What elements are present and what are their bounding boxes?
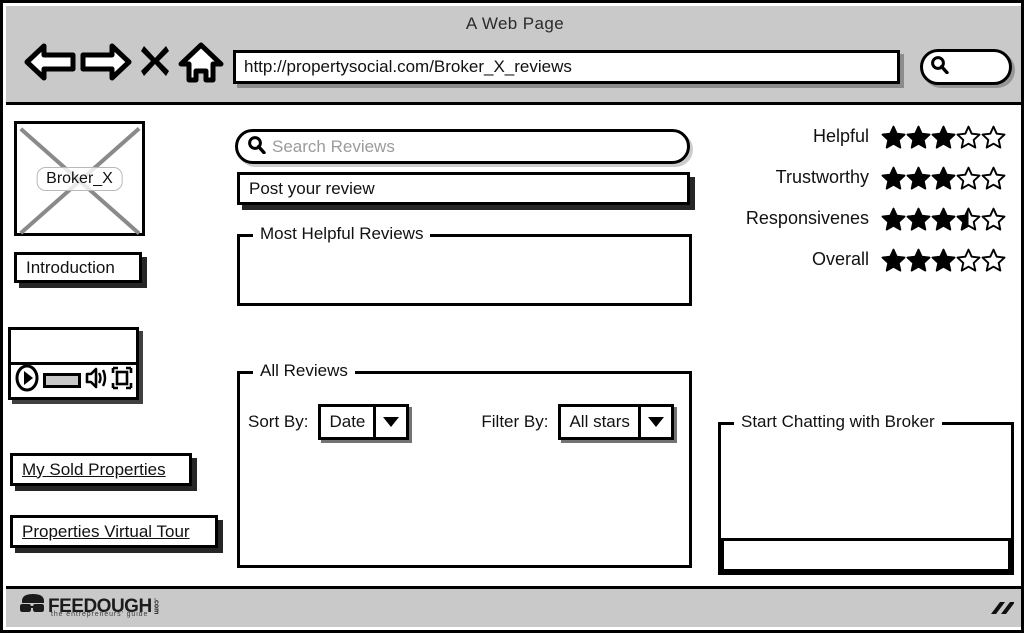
- play-circle-icon[interactable]: [14, 364, 40, 397]
- rating-label: Trustworthy: [775, 167, 869, 187]
- url-text: http://propertysocial.com/Broker_X_revie…: [244, 57, 572, 76]
- panel-frame: [237, 371, 692, 568]
- star-full-icon: [906, 207, 931, 231]
- stop-x-icon[interactable]: [140, 42, 170, 85]
- chat-message-log: [721, 439, 1011, 535]
- most-helpful-reviews-title: Most Helpful Reviews: [253, 223, 431, 245]
- sidebar-link-properties-virtual-tour[interactable]: Properties Virtual Tour: [10, 515, 218, 548]
- star-empty-icon: [956, 125, 981, 149]
- star-full-icon: [931, 166, 956, 190]
- video-progress-bar[interactable]: [43, 372, 81, 388]
- filter-by-label: Filter By:: [481, 412, 549, 431]
- star-empty-icon: [981, 248, 1006, 272]
- star-full-icon: [931, 125, 956, 149]
- star-empty-icon: [956, 166, 981, 190]
- browser-chrome: A Web Page http://propertysocial.com/Bro…: [6, 6, 1021, 105]
- intro-video-player[interactable]: [8, 327, 139, 400]
- star-full-icon: [906, 248, 931, 272]
- forward-arrow-icon[interactable]: [80, 42, 132, 87]
- panel-frame: [237, 234, 692, 306]
- rating-row: Trustworthy: [706, 164, 1006, 191]
- sort-by-dropdown[interactable]: Date: [318, 404, 410, 440]
- window-title: A Web Page: [465, 14, 565, 33]
- rating-label: Helpful: [812, 126, 869, 146]
- rating-label: Overall: [811, 249, 869, 269]
- most-helpful-reviews-panel: Most Helpful Reviews: [237, 223, 692, 306]
- filter-by-value: All stars: [569, 412, 630, 431]
- url-input[interactable]: http://propertysocial.com/Broker_X_revie…: [233, 50, 900, 84]
- home-icon[interactable]: [178, 42, 224, 89]
- rating-row: Responsivenes: [706, 205, 1006, 232]
- rating-row: Overall: [706, 246, 1006, 273]
- search-reviews-placeholder: Search Reviews: [272, 136, 395, 156]
- page-viewport: Broker_X Introduction: [6, 105, 1021, 592]
- star-empty-icon: [956, 248, 981, 272]
- feedough-logo: FEEDOUGH .com: [18, 593, 160, 620]
- post-review-input[interactable]: Post your review: [237, 172, 690, 205]
- browser-footer: FEEDOUGH .com the entrepreneurs' guide: [6, 586, 1021, 627]
- post-review-value: Post your review: [249, 178, 375, 198]
- all-reviews-title: All Reviews: [253, 360, 355, 382]
- video-controls: [11, 363, 136, 397]
- star-full-icon: [881, 248, 906, 272]
- star-full-icon: [881, 166, 906, 190]
- search-magnifier-icon: [930, 55, 949, 79]
- broker-image-placeholder: Broker_X: [14, 121, 145, 236]
- chevron-down-icon[interactable]: [637, 407, 671, 437]
- feedough-tld: .com: [152, 598, 160, 615]
- star-empty-icon: [981, 207, 1006, 231]
- chevron-down-icon[interactable]: [373, 407, 406, 437]
- rating-stars: [881, 207, 1006, 231]
- filter-by-dropdown[interactable]: All stars: [558, 404, 674, 440]
- all-reviews-panel: All Reviews Sort By: Date Filter By: All…: [237, 360, 692, 568]
- rating-stars: [881, 125, 1006, 149]
- browser-search-input[interactable]: [920, 49, 1012, 85]
- feedough-face-icon: [18, 593, 48, 620]
- star-full-icon: [931, 248, 956, 272]
- star-half-icon: [956, 207, 981, 231]
- back-arrow-icon[interactable]: [24, 42, 76, 87]
- sidebar-link-label: Properties Virtual Tour: [22, 521, 190, 541]
- star-empty-icon: [981, 166, 1006, 190]
- rating-row: Helpful: [706, 123, 1006, 150]
- introduction-button-label: Introduction: [26, 257, 115, 277]
- chat-panel-title: Start Chatting with Broker: [734, 411, 942, 433]
- star-full-icon: [906, 166, 931, 190]
- chat-panel-body: [721, 439, 1011, 572]
- review-controls-row: Sort By: Date Filter By: All stars: [248, 404, 681, 440]
- star-full-icon: [881, 125, 906, 149]
- search-reviews-input[interactable]: Search Reviews: [235, 129, 690, 164]
- rating-label: Responsivenes: [745, 208, 869, 228]
- sidebar-link-my-sold-properties[interactable]: My Sold Properties: [10, 453, 192, 486]
- feedough-wordmark: FEEDOUGH: [48, 596, 152, 617]
- rating-stars: [881, 248, 1006, 272]
- chat-message-input[interactable]: [721, 538, 1011, 572]
- star-full-icon: [881, 207, 906, 231]
- star-empty-icon: [981, 125, 1006, 149]
- speaker-icon[interactable]: [84, 365, 108, 396]
- search-magnifier-icon: [247, 135, 266, 159]
- feedough-tagline: the entrepreneurs' guide: [51, 611, 149, 618]
- star-full-icon: [931, 207, 956, 231]
- video-screen: [11, 330, 136, 365]
- introduction-button[interactable]: Introduction: [14, 252, 142, 283]
- star-full-icon: [906, 125, 931, 149]
- chat-panel: Start Chatting with Broker: [718, 411, 1014, 575]
- resize-grip-icon[interactable]: [988, 598, 1015, 625]
- sort-by-value: Date: [329, 412, 366, 431]
- broker-image-label: Broker_X: [36, 166, 123, 191]
- sort-by-label: Sort By:: [248, 412, 309, 431]
- most-helpful-reviews-list: [240, 251, 689, 303]
- all-reviews-body: Sort By: Date Filter By: All stars: [240, 388, 689, 565]
- sidebar-link-label: My Sold Properties: [22, 459, 166, 479]
- rating-stars: [881, 166, 1006, 190]
- fullscreen-icon[interactable]: [111, 365, 133, 396]
